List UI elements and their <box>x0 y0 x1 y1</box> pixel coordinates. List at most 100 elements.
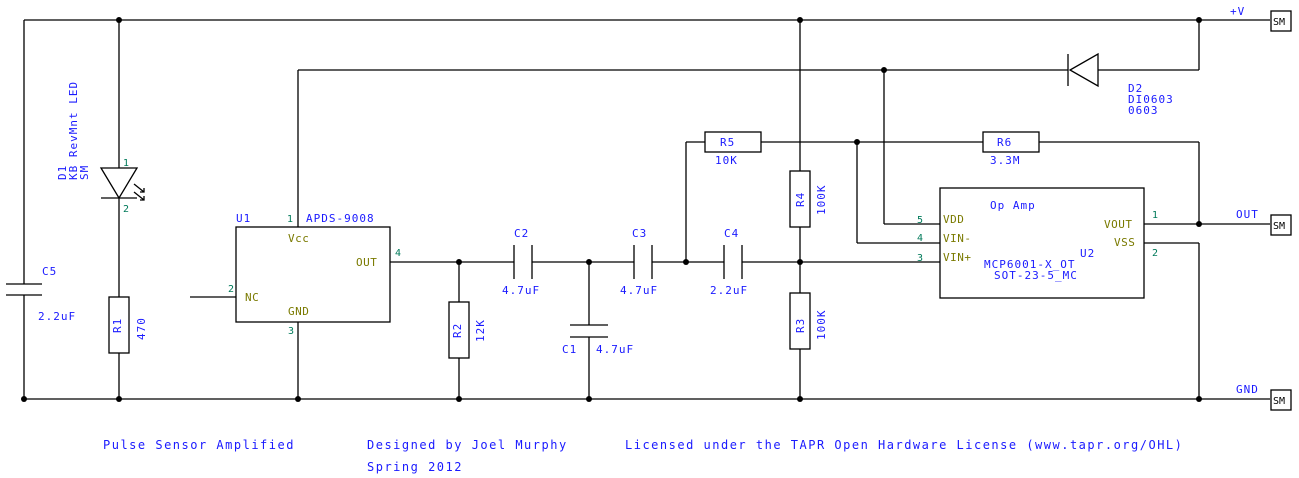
c5-ref: C5 <box>42 265 57 278</box>
d1-ref: D1 <box>56 165 69 180</box>
d2-pkg: 0603 <box>1128 104 1159 117</box>
resistor-r1: R1 470 <box>108 296 148 354</box>
d2-value: DI0603 <box>1128 93 1174 106</box>
r6-ref: R6 <box>997 136 1012 149</box>
sensor-u1: U1 APDS-9008 1 2 3 4 Vcc NC GND OUT <box>228 212 401 337</box>
d2-ref: D2 <box>1128 82 1143 95</box>
resistor-r4: R4 100K <box>789 170 828 228</box>
d1-value: KB RevMnt LED <box>67 81 80 180</box>
c3-ref: C3 <box>632 227 647 240</box>
r1-ref: R1 <box>111 318 124 333</box>
connector-label: SM <box>1273 221 1285 232</box>
capacitor-c4: C4 2.2uF <box>710 227 748 297</box>
footer-title: Pulse Sensor Amplified <box>103 438 295 452</box>
junction <box>586 259 592 265</box>
u1-pin4: 4 <box>395 248 401 259</box>
u1-pin3: 3 <box>288 326 294 337</box>
d1-pin1: 1 <box>123 158 129 169</box>
u2-title: Op Amp <box>990 199 1036 212</box>
c3-value: 4.7uF <box>620 284 658 297</box>
r3-ref: R3 <box>794 318 807 333</box>
footer: Pulse Sensor Amplified Designed by Joel … <box>103 438 1183 474</box>
c1-ref: C1 <box>562 343 577 356</box>
r4-value: 100K <box>815 185 828 216</box>
junction <box>1196 396 1202 402</box>
junction <box>456 396 462 402</box>
led-d1: 1 2 KB RevMnt LED D1 SM <box>56 81 145 215</box>
u1-out: OUT <box>356 256 377 269</box>
junction <box>683 259 689 265</box>
footer-designer: Designed by Joel Murphy <box>367 438 568 452</box>
u1-vcc: Vcc <box>288 232 309 245</box>
junction <box>116 17 122 23</box>
opamp-u2: Op Amp VDD VIN- VIN+ VOUT VSS U2 MCP6001… <box>917 187 1158 299</box>
connector-label: SM <box>1273 17 1285 28</box>
gnd-label: GND <box>1236 383 1259 396</box>
r5-ref: R5 <box>720 136 735 149</box>
u2-vdd: VDD <box>943 213 964 226</box>
footer-date: Spring 2012 <box>367 460 463 474</box>
capacitor-c3: C3 4.7uF <box>620 227 658 297</box>
u1-ref: U1 <box>236 212 251 225</box>
u2-pin2: 2 <box>1152 248 1158 259</box>
u2-vout: VOUT <box>1104 218 1133 231</box>
junction <box>295 396 301 402</box>
d1-pin2: 2 <box>123 204 129 215</box>
u1-pin1: 1 <box>287 214 293 225</box>
u1-pin2: 2 <box>228 284 234 295</box>
junction <box>116 396 122 402</box>
u2-pin3: 3 <box>917 253 923 264</box>
u1-gnd: GND <box>288 305 309 318</box>
u2-vinp: VIN+ <box>943 251 972 264</box>
wires <box>23 19 1270 400</box>
c2-value: 4.7uF <box>502 284 540 297</box>
r2-ref: R2 <box>451 323 464 338</box>
out-label: OUT <box>1236 208 1259 221</box>
resistor-r5: R5 10K <box>704 131 762 167</box>
u2-pkg: SOT-23-5_MC <box>994 269 1078 282</box>
r6-value: 3.3M <box>990 154 1021 167</box>
connector-label: SM <box>1273 396 1285 407</box>
u2-vinm: VIN- <box>943 232 972 245</box>
junction <box>1196 221 1202 227</box>
u2-pin5: 5 <box>917 215 923 226</box>
capacitor-c1: C1 4.7uF <box>562 324 634 356</box>
junction <box>456 259 462 265</box>
u2-pin4: 4 <box>917 233 923 244</box>
u2-part: MCP6001-X_OT <box>984 258 1075 271</box>
vplus-label: +V <box>1230 5 1245 18</box>
resistor-r6: R6 3.3M <box>982 131 1040 167</box>
r1-value: 470 <box>135 317 148 340</box>
r3-value: 100K <box>815 310 828 341</box>
c5-value: 2.2uF <box>38 310 76 323</box>
u2-ref: U2 <box>1080 247 1095 260</box>
c2-ref: C2 <box>514 227 529 240</box>
junction <box>854 139 860 145</box>
diode-d2: D2 DI0603 0603 <box>1067 52 1174 117</box>
r4-ref: R4 <box>794 192 807 207</box>
junction <box>1196 17 1202 23</box>
junction <box>797 17 803 23</box>
u1-nc: NC <box>245 291 259 304</box>
capacitor-c2: C2 4.7uF <box>502 227 540 297</box>
junction <box>797 259 803 265</box>
resistor-r2: R2 12K <box>448 301 487 359</box>
connector-vplus: SM +V <box>1230 5 1292 32</box>
u2-vss: VSS <box>1114 236 1135 249</box>
c1-value: 4.7uF <box>596 343 634 356</box>
c4-value: 2.2uF <box>710 284 748 297</box>
junction <box>797 396 803 402</box>
r2-value: 12K <box>474 319 487 342</box>
junctions <box>21 17 1202 402</box>
resistor-r3: R3 100K <box>789 292 828 350</box>
junction <box>586 396 592 402</box>
capacitor-c5: C5 2.2uF <box>6 265 76 323</box>
c4-ref: C4 <box>724 227 739 240</box>
d1-pkg: SM <box>78 165 91 180</box>
junction <box>21 396 27 402</box>
footer-license: Licensed under the TAPR Open Hardware Li… <box>625 438 1183 452</box>
junction <box>881 67 887 73</box>
connector-gnd: SM GND <box>1236 383 1292 411</box>
r5-value: 10K <box>715 154 738 167</box>
